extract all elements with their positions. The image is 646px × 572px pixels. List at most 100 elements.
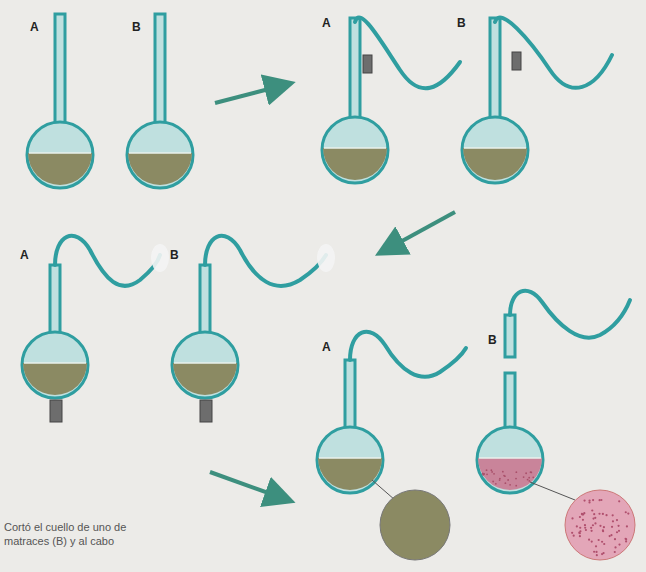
microbe — [624, 538, 626, 540]
microbe — [605, 514, 607, 516]
microbe — [507, 479, 509, 481]
flask-bulb — [317, 427, 383, 493]
microbe — [515, 478, 517, 480]
microbe — [592, 499, 594, 501]
microbe — [596, 554, 598, 556]
flask-neck — [350, 18, 360, 121]
microbe — [585, 529, 587, 531]
microbe — [528, 480, 530, 482]
microbe — [504, 482, 506, 484]
microbe — [492, 481, 494, 483]
microbe — [523, 476, 525, 478]
microbe — [594, 522, 596, 524]
process-arrow — [382, 212, 455, 252]
microbe — [581, 513, 583, 515]
microbe — [579, 535, 581, 537]
stopper — [200, 400, 212, 422]
flask-bulb — [127, 122, 193, 188]
swan-neck — [355, 18, 460, 89]
broth-surface — [319, 457, 381, 459]
microbe — [486, 469, 488, 471]
flask-bulb — [322, 117, 388, 183]
microbe — [582, 519, 584, 521]
microbe — [579, 532, 581, 534]
broth-surface — [29, 152, 91, 154]
microbe — [532, 476, 534, 478]
flask-neck — [155, 14, 165, 126]
magnified-view — [380, 490, 450, 560]
microbe — [576, 525, 578, 527]
stopper — [50, 400, 62, 422]
microbe — [499, 478, 501, 480]
steam — [151, 244, 169, 272]
microbe — [515, 471, 517, 473]
microbe — [601, 541, 603, 543]
microbe — [618, 500, 620, 502]
broth-surface — [479, 457, 541, 459]
microbe — [602, 530, 604, 532]
microbe — [515, 485, 517, 487]
microbe — [602, 529, 604, 531]
microbe — [614, 551, 616, 553]
flask-neck — [50, 265, 60, 336]
swan-neck — [495, 18, 612, 88]
microbe — [612, 520, 614, 522]
microbe — [625, 538, 627, 540]
microbe — [614, 546, 616, 548]
magnified-view — [565, 490, 635, 560]
microbe — [571, 517, 573, 519]
microbe — [588, 499, 590, 501]
broth — [478, 458, 542, 490]
broth-surface — [324, 147, 386, 149]
flask-label: B — [488, 333, 497, 347]
microbe — [573, 535, 575, 537]
microbe — [592, 517, 594, 519]
microbe — [486, 473, 488, 475]
microbe — [611, 526, 613, 528]
flask-neck — [505, 373, 515, 429]
microbe — [530, 471, 532, 473]
microbe — [499, 479, 501, 481]
broth-surface — [174, 362, 236, 364]
microbe — [617, 525, 619, 527]
flask-label: B — [132, 20, 141, 34]
microbe — [525, 472, 527, 474]
flask-label: A — [30, 20, 39, 34]
process-arrow — [215, 84, 288, 103]
flask-label: A — [20, 248, 29, 262]
microbe — [583, 499, 585, 501]
microbe — [616, 531, 618, 533]
microbe — [579, 516, 581, 518]
microbe — [618, 543, 620, 545]
microbe — [602, 513, 604, 515]
microbe — [579, 530, 581, 532]
microbe — [627, 513, 629, 515]
microbe — [598, 539, 600, 541]
caption-text: Cortó el cuello de uno de matraces (B) y… — [4, 520, 154, 548]
microbe — [595, 551, 597, 553]
steam — [317, 244, 335, 272]
flask-label: A — [322, 340, 331, 354]
microbe — [612, 514, 614, 516]
swan-neck — [510, 291, 630, 338]
broth — [173, 363, 237, 395]
microbe — [571, 532, 573, 534]
microbe — [614, 538, 616, 540]
microbe — [625, 540, 627, 542]
process-arrow — [210, 472, 288, 500]
microbe — [591, 509, 593, 511]
microbe — [603, 543, 605, 545]
microbe — [598, 499, 600, 501]
microbe — [599, 525, 601, 527]
flask-bulb — [27, 122, 93, 188]
microbe — [590, 530, 592, 532]
flask-label: B — [170, 248, 179, 262]
microbe — [490, 469, 492, 471]
flask-neck — [505, 315, 515, 357]
broth — [463, 148, 527, 180]
microbe — [616, 519, 618, 521]
flask-neck — [200, 265, 210, 336]
microbe — [618, 530, 620, 532]
microbe — [602, 552, 604, 554]
